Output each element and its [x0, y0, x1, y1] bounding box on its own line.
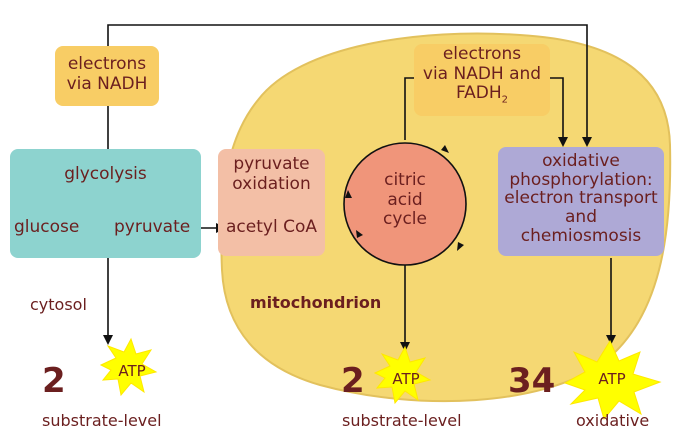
electrons-nadh-box [55, 46, 159, 106]
atp-label-3: ATP [598, 370, 626, 388]
electrons-nadh-label: electrons via NADH [55, 54, 159, 94]
citric-acid-cycle-label: citric acid cycle [365, 170, 445, 230]
cycle-arrowhead-left [345, 190, 352, 198]
atp-star-2 [373, 345, 432, 405]
atp-label-1: ATP [118, 362, 146, 380]
oxphos-line4: and [565, 207, 597, 228]
oxidative-phosphorylation-box [498, 147, 664, 256]
electrons-fadh2-line1: electrons [442, 44, 522, 64]
cycle-arrowhead-right [457, 242, 464, 251]
oxphos-line2: phosphorylation: [509, 169, 653, 190]
pyruvate-label: pyruvate [114, 217, 191, 237]
citric-line3: cycle [383, 209, 427, 230]
citric-line1: citric [384, 170, 426, 190]
fadh-text: FADH [455, 83, 502, 104]
oxphos-line5: chemiosmosis [520, 225, 642, 246]
atp-count-2: 2 [341, 361, 365, 401]
pyruvate-oxidation-line1: pyruvate [233, 154, 310, 174]
electrons-nadh-line1: electrons [67, 54, 147, 74]
atp-type-1: substrate-level [42, 411, 162, 430]
electrons-fadh2-line3: FADH2 [414, 83, 550, 106]
atp-type-3: oxidative [576, 411, 650, 430]
atp-label-2: ATP [392, 370, 420, 388]
atp-count-3: 34 [508, 361, 556, 401]
atp-star-3 [563, 339, 662, 421]
pyruvate-oxidation-line2: oxidation [232, 173, 311, 194]
glycolysis-box [10, 149, 201, 258]
electrons-to-oxphos-arrow [550, 77, 568, 147]
cytosol-label: cytosol [30, 295, 87, 314]
atp-count-1: 2 [42, 361, 66, 401]
electrons-nadh-fadh2-box [414, 44, 550, 116]
acetyl-coa-label: acetyl CoA [226, 217, 317, 237]
cycle-to-electrons-line [404, 77, 414, 140]
citric-acid-cycle-circle [343, 142, 467, 266]
electrons-nadh-line2: via NADH [66, 73, 148, 94]
cycle-arrowhead-bottom-left [356, 230, 363, 238]
electrons-fadh2-line2: via NADH and [422, 63, 542, 84]
pyruvate-oxidation-label: pyruvate oxidation [218, 154, 325, 194]
electrons-nadh-fadh2-label: electrons via NADH and FADH2 [414, 44, 550, 106]
nadh-to-oxphos-arrow [107, 24, 592, 147]
glycolysis-label: glycolysis [64, 164, 147, 184]
oxidative-phosphorylation-label: oxidative phosphorylation: electron tran… [498, 152, 664, 245]
cycle-arrowhead-top-right [441, 145, 449, 153]
mitochondrion-label: mitochondrion [250, 293, 382, 312]
fadh-subscript: 2 [501, 94, 509, 106]
glucose-label: glucose [14, 217, 80, 237]
oxphos-line3: electron transport [504, 188, 658, 209]
citric-line2: acid [387, 189, 423, 210]
oxphos-line1: oxidative [542, 151, 620, 171]
atp-star-1 [99, 337, 158, 397]
pyruvate-oxidation-box [218, 149, 325, 256]
atp-type-2: substrate-level [342, 411, 462, 430]
